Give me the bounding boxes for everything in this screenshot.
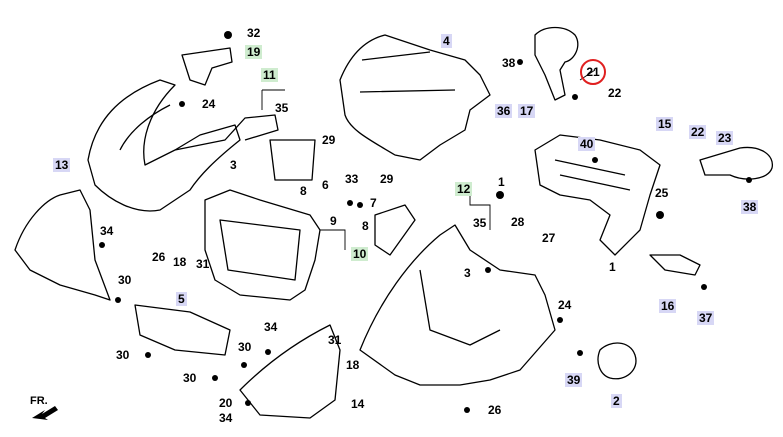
callout-40: 40 bbox=[578, 137, 596, 151]
callout-28: 28 bbox=[511, 215, 525, 229]
callout-38-b: 38 bbox=[741, 200, 759, 214]
callout-26-a: 26 bbox=[152, 250, 166, 264]
callout-26-b: 26 bbox=[488, 403, 502, 417]
windscreen bbox=[339, 34, 491, 161]
under-cowl bbox=[239, 324, 341, 419]
callout-27: 27 bbox=[542, 231, 556, 245]
side-panel bbox=[134, 304, 231, 356]
callout-16: 16 bbox=[659, 299, 677, 313]
callout-21-highlighted: 21 bbox=[580, 59, 606, 85]
callout-36: 36 bbox=[495, 104, 513, 118]
callout-11: 11 bbox=[261, 68, 278, 82]
callout-34-b: 34 bbox=[264, 320, 278, 334]
front-label: FR. bbox=[30, 395, 48, 407]
callout-1-a: 1 bbox=[498, 175, 505, 189]
callout-33: 33 bbox=[345, 172, 359, 186]
horn bbox=[597, 342, 637, 380]
callout-10: 10 bbox=[351, 247, 369, 261]
callout-30-c: 30 bbox=[238, 340, 252, 354]
callout-22-b: 22 bbox=[689, 125, 707, 139]
callout-24-a: 24 bbox=[202, 97, 216, 111]
callout-18-b: 18 bbox=[346, 358, 360, 372]
bracket-19 bbox=[181, 47, 233, 86]
callout-31-b: 31 bbox=[328, 333, 342, 347]
callout-3-b: 3 bbox=[464, 266, 471, 280]
inner-panel-left bbox=[14, 189, 111, 301]
callout-24-b: 24 bbox=[558, 298, 572, 312]
callout-25: 25 bbox=[655, 186, 669, 200]
callout-17: 17 bbox=[518, 104, 536, 118]
callout-3-a: 3 bbox=[230, 158, 237, 172]
mirror bbox=[534, 26, 579, 101]
callout-34-c: 34 bbox=[219, 411, 233, 425]
callout-7: 7 bbox=[370, 196, 377, 210]
callout-5: 5 bbox=[176, 292, 187, 306]
callout-18-a: 18 bbox=[173, 255, 187, 269]
callout-30-b: 30 bbox=[116, 348, 130, 362]
callout-8-b: 8 bbox=[362, 219, 369, 233]
callout-30-d: 30 bbox=[183, 371, 197, 385]
front-arrow bbox=[32, 406, 58, 420]
callout-1-b: 1 bbox=[609, 260, 616, 274]
mirror-right bbox=[699, 146, 773, 180]
callout-23: 23 bbox=[716, 131, 734, 145]
callout-32: 32 bbox=[247, 26, 261, 40]
callout-34-a: 34 bbox=[100, 224, 114, 238]
cowl-stay bbox=[534, 134, 661, 256]
callout-39: 39 bbox=[565, 373, 583, 387]
callout-6: 6 bbox=[322, 178, 329, 192]
callout-29-b: 29 bbox=[380, 172, 394, 186]
callout-8: 8 bbox=[300, 184, 307, 198]
meter-panel bbox=[204, 189, 321, 301]
callout-30-a: 30 bbox=[118, 273, 132, 287]
callout-9: 9 bbox=[330, 214, 337, 228]
callout-35-b: 35 bbox=[473, 216, 487, 230]
callout-2: 2 bbox=[611, 394, 622, 408]
callout-22-a: 22 bbox=[608, 86, 622, 100]
callout-13: 13 bbox=[53, 158, 71, 172]
callout-35-a: 35 bbox=[275, 101, 289, 115]
callout-15: 15 bbox=[656, 117, 674, 131]
callout-31-a: 31 bbox=[196, 257, 210, 271]
callout-37: 37 bbox=[697, 311, 715, 325]
callout-29-a: 29 bbox=[322, 133, 336, 147]
callout-20: 20 bbox=[219, 396, 233, 410]
callout-38-a: 38 bbox=[502, 56, 516, 70]
callout-19: 19 bbox=[245, 45, 263, 59]
callout-4: 4 bbox=[441, 34, 452, 48]
lower-cowl bbox=[359, 224, 556, 386]
callout-14: 14 bbox=[351, 397, 365, 411]
callout-12: 12 bbox=[455, 182, 473, 196]
bracket-16 bbox=[649, 254, 701, 276]
